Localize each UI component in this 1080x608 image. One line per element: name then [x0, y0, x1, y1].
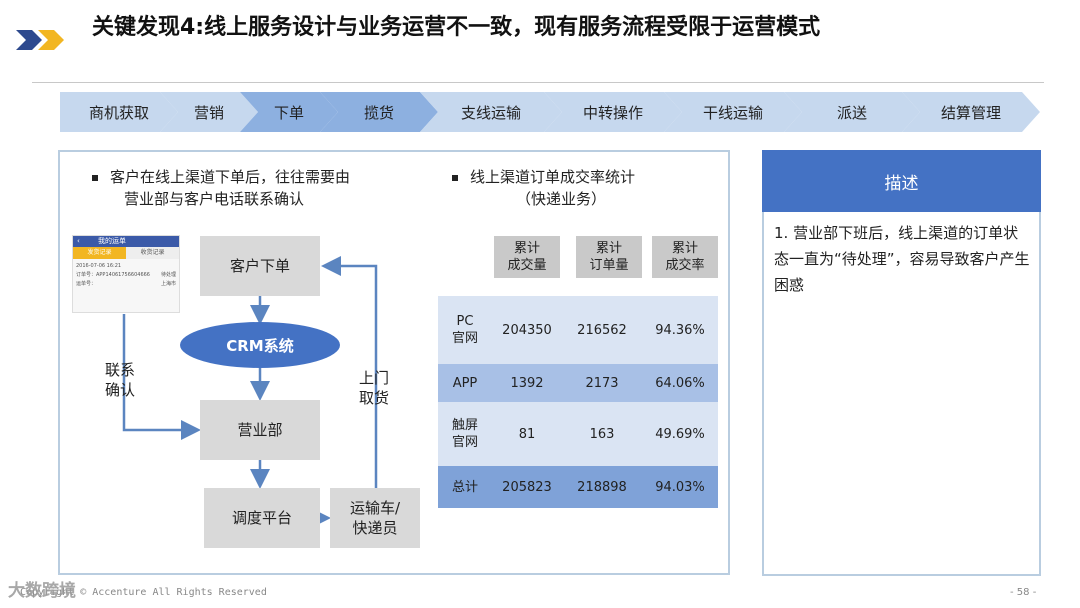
title-divider [32, 82, 1044, 83]
page-number: - 58 - [1010, 587, 1037, 598]
tab-sent[interactable]: 发货记录 [73, 247, 126, 259]
process-step-opportunity[interactable]: 商机获取 [60, 92, 178, 132]
flow-courier: 运输车/ 快递员 [330, 488, 420, 548]
page-title: 关键发现4:线上服务设计与业务运营不一致，现有服务流程受限于运营模式 [92, 15, 821, 40]
title-arrow-icon [16, 30, 64, 50]
table-row-touch: 触屏官网 81 163 49.69% [438, 402, 718, 466]
description-box [762, 212, 1041, 576]
process-step-delivery[interactable]: 派送 [784, 92, 920, 132]
process-step-trunk-transport[interactable]: 干线运输 [664, 92, 802, 132]
analysis-panel [58, 150, 730, 575]
flow-crm-system: CRM系统 [180, 322, 340, 368]
table-header-rate: 累计成交率 [652, 236, 718, 278]
bullet-marker-icon [92, 174, 98, 181]
table-header-volume: 累计成交量 [494, 236, 560, 278]
bullet-online-order: 客户在线上渠道下单后，往往需要由 营业部与客户电话联系确认 [92, 166, 432, 210]
flow-customer-order: 客户下单 [200, 236, 320, 296]
label-contact-confirm: 联系 确认 [104, 361, 135, 399]
back-arrow-icon: ‹ [77, 237, 80, 245]
bullet-marker-icon [452, 174, 458, 181]
process-step-transfer[interactable]: 中转操作 [544, 92, 682, 132]
tab-received[interactable]: 收货记录 [126, 247, 179, 259]
process-step-settlement[interactable]: 结算管理 [902, 92, 1040, 132]
table-row-app: APP 1392 2173 64.06% [438, 364, 718, 402]
description-text: 1. 营业部下班后，线上渠道的订单状态一直为“待处理”，容易导致客户产生困惑 [774, 224, 1030, 294]
flow-dispatch-platform: 调度平台 [204, 488, 320, 548]
description-header: 描述 [762, 150, 1041, 212]
bullet-conversion-stats: 线上渠道订单成交率统计 （快递业务） [452, 166, 722, 210]
table-header-orders: 累计订单量 [576, 236, 642, 278]
copyright: Copyright © Accenture All Rights Reserve… [20, 587, 267, 598]
app-screenshot: ‹ 我的运单 发货记录 收货记录 2016-07-06 16:21 订单号：AP… [72, 235, 180, 313]
label-door-pickup: 上门 取货 [358, 369, 389, 407]
watermark: 大数跨境 [8, 581, 76, 601]
process-step-pickup[interactable]: 揽货 [320, 92, 438, 132]
process-step-feeder-transport[interactable]: 支线运输 [420, 92, 562, 132]
flow-sales-dept: 营业部 [200, 400, 320, 460]
table-row-total: 总计 205823 218898 94.03% [438, 466, 718, 508]
